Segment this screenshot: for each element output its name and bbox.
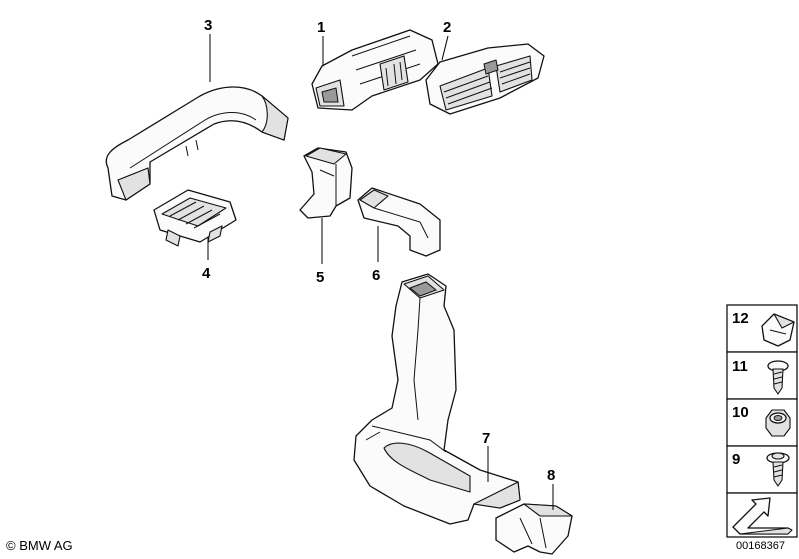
callout-8: 8 (547, 467, 555, 484)
part-1-vent-housing (311, 29, 439, 111)
fastener-legend: 12 11 10 9 (726, 304, 798, 538)
screw-icon (767, 360, 789, 395)
nut-icon (765, 409, 791, 437)
part-4-vent (153, 189, 237, 247)
screw-washer-icon (766, 452, 790, 487)
clip-icon (761, 313, 795, 347)
part-3-duct (105, 86, 289, 201)
part-2-vent-grille (425, 43, 545, 115)
copyright-label: © BMW AG (6, 538, 73, 553)
leader-2 (441, 35, 449, 61)
part-5-duct (299, 147, 353, 219)
legend-number-9: 9 (732, 451, 740, 468)
callout-6: 6 (372, 267, 380, 284)
legend-number-11: 11 (732, 358, 748, 375)
callout-7: 7 (482, 430, 490, 447)
part-7-floor-duct (353, 273, 521, 525)
legend-number-12: 12 (732, 310, 749, 327)
callout-1: 1 (317, 19, 325, 36)
part-8-outlet (495, 503, 573, 555)
callout-2: 2 (443, 19, 451, 36)
callout-4: 4 (202, 265, 211, 282)
callout-5: 5 (316, 269, 324, 286)
part-6-duct (357, 187, 441, 257)
callout-3: 3 (204, 17, 212, 34)
arrow-icon (732, 497, 793, 535)
legend-number-10: 10 (732, 404, 749, 421)
diagram-id: 00168367 (736, 540, 785, 552)
